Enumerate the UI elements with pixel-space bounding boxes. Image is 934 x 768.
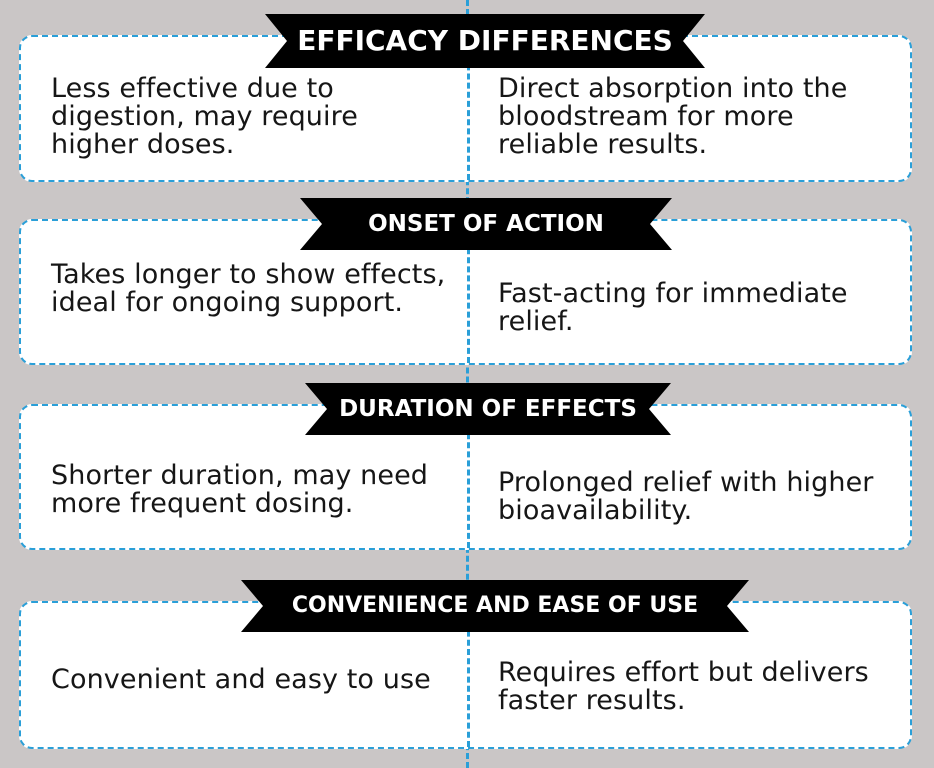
- section-title-banner: ONSET OF ACTION: [300, 198, 672, 250]
- section-card-efficacy: Less effective due to digestion, may req…: [19, 35, 912, 182]
- left-cell-text: Convenient and easy to use: [51, 664, 431, 695]
- section-title-banner: CONVENIENCE AND EASE OF USE: [241, 580, 749, 632]
- card-divider: [467, 221, 470, 363]
- left-cell-text: Less effective due to digestion, may req…: [51, 73, 358, 160]
- right-cell-text: Direct absorption into the bloodstream f…: [498, 73, 848, 160]
- card-divider: [467, 37, 470, 180]
- section-title-banner: EFFICACY DIFFERENCES: [265, 14, 705, 68]
- right-cell-text: Fast-acting for immediate relief.: [498, 278, 848, 337]
- card-divider: [467, 603, 470, 747]
- right-cell-text: Prolonged relief with higher bioavailabi…: [498, 467, 874, 526]
- right-cell-text: Requires effort but delivers faster resu…: [498, 657, 869, 716]
- card-divider: [467, 406, 470, 548]
- section-title-banner: DURATION OF EFFECTS: [305, 383, 671, 435]
- left-cell-text: Takes longer to show effects, ideal for …: [51, 259, 446, 318]
- left-cell-text: Shorter duration, may need more frequent…: [51, 460, 429, 519]
